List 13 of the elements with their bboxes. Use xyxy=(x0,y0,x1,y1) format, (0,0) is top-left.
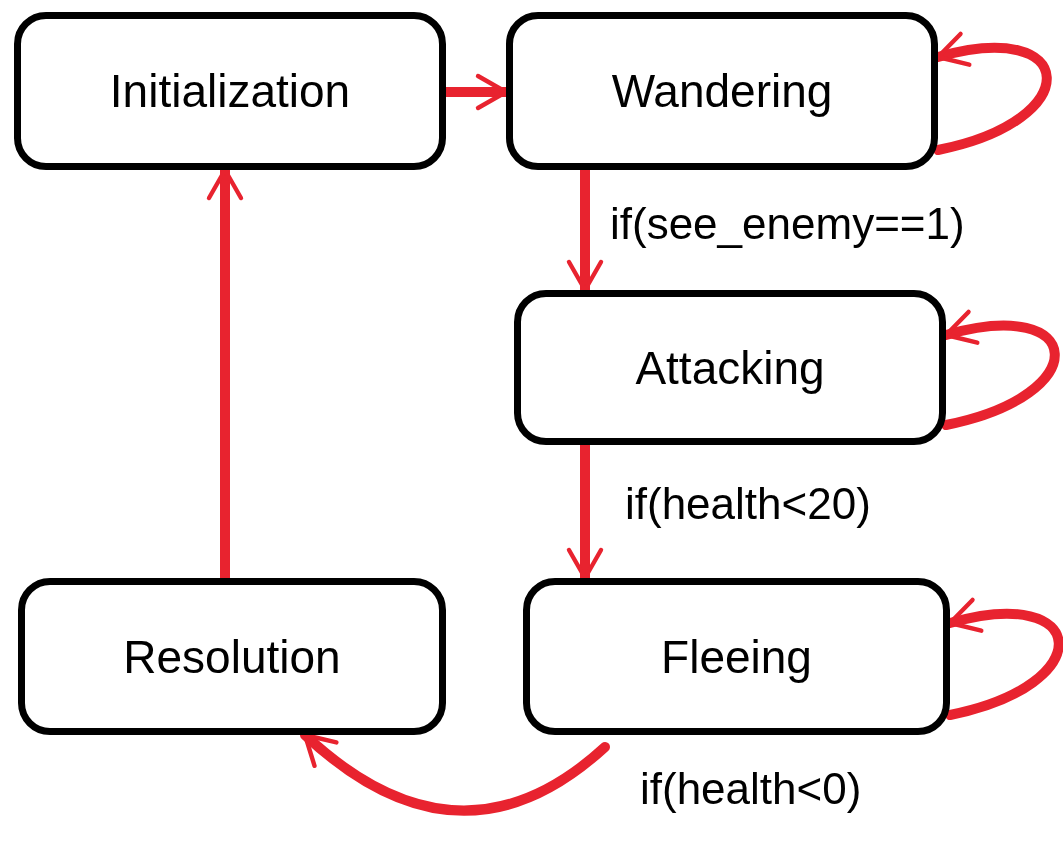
transition-arrow xyxy=(933,33,1052,155)
state-box xyxy=(18,578,446,735)
state-box xyxy=(506,12,938,170)
state-box xyxy=(523,578,950,735)
state-name: Resolution xyxy=(123,629,341,684)
state-name: Attacking xyxy=(635,340,825,395)
state-box xyxy=(14,12,446,170)
transition-arrow xyxy=(941,311,1060,430)
transition-arrow xyxy=(945,599,1063,720)
state-name: Fleeing xyxy=(661,629,812,684)
state-name: Initialization xyxy=(109,64,351,118)
state-box xyxy=(514,290,946,445)
state-name: Wandering xyxy=(611,64,833,118)
